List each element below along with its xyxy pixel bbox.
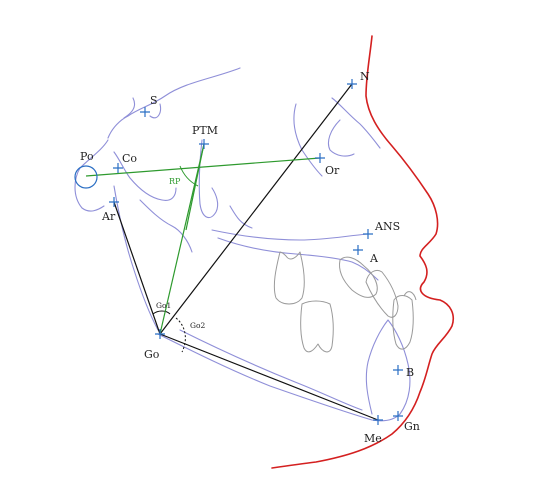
mandible-inner-contour — [179, 329, 363, 411]
mastoid-contour — [113, 151, 177, 201]
label-me: Me — [364, 432, 382, 445]
marker-n — [347, 79, 357, 89]
label-go1: Go1 — [156, 301, 171, 310]
label-go: Go — [144, 348, 160, 361]
porion-circle — [74, 165, 98, 189]
label-ar: Ar — [101, 210, 116, 223]
incisor-crown — [403, 291, 417, 301]
bone-tracing — [74, 67, 411, 422]
sella-turcica — [123, 97, 162, 119]
teeth — [273, 251, 417, 353]
ramus-posterior-contour — [113, 185, 159, 331]
label-co: Co — [122, 152, 137, 165]
angle-arc-rp — [179, 165, 199, 187]
label-po: Po — [80, 150, 94, 163]
line-ptm-vertical — [185, 143, 205, 231]
line-go-me — [159, 333, 379, 421]
landmark-labels: S N PTM Po Co Or Ar ANS A Go B Me Gn — [80, 70, 420, 445]
posterior-skull-contour — [74, 139, 109, 212]
upper-incisor — [365, 269, 399, 318]
label-or: Or — [325, 164, 340, 177]
label-go2: Go2 — [190, 321, 206, 330]
mandible-lower-border — [157, 333, 401, 422]
marker-a — [353, 245, 363, 255]
marker-s — [140, 107, 150, 117]
marker-ptm — [199, 139, 209, 149]
upper-premolar — [339, 256, 378, 298]
label-a: A — [369, 252, 379, 265]
label-ptm: PTM — [192, 124, 218, 137]
lower-molar — [300, 300, 334, 353]
marker-go — [155, 329, 165, 339]
marker-ans — [363, 229, 373, 239]
cranial-base-contour — [107, 67, 241, 139]
label-rp: RP — [169, 177, 181, 186]
frontal-contour — [293, 103, 323, 177]
marker-ar — [109, 197, 119, 207]
marker-co — [113, 163, 123, 173]
label-n: N — [360, 70, 370, 83]
line-go-n — [159, 83, 353, 335]
marker-b — [393, 365, 403, 375]
angle-arc-go1 — [152, 310, 171, 315]
label-s: S — [150, 94, 158, 107]
line-ptm-go — [159, 143, 205, 335]
orbit-contour — [327, 119, 355, 157]
maxilla-lower-contour — [217, 237, 379, 281]
reference-lines — [113, 83, 379, 421]
line-po-or — [85, 157, 321, 177]
label-b: B — [406, 366, 414, 379]
symphysis-contour — [365, 319, 411, 415]
landmark-markers — [109, 79, 403, 425]
marker-or — [315, 153, 325, 163]
marker-me — [373, 415, 383, 425]
nasal-bone-contour — [331, 97, 381, 149]
maxillary-sinus-contour — [229, 205, 253, 229]
lower-incisor — [392, 295, 414, 350]
label-ans: ANS — [374, 220, 400, 233]
angle-arc-go2 — [175, 317, 186, 353]
angle-labels: Go1 Go2 RP — [156, 177, 206, 330]
label-gn: Gn — [404, 420, 420, 433]
marker-gn — [393, 411, 403, 421]
green-lines — [85, 143, 321, 335]
upper-molar — [273, 251, 305, 305]
line-ar-go — [113, 201, 161, 335]
coronoid-contour — [139, 199, 193, 253]
soft-tissue-profile — [271, 35, 455, 469]
